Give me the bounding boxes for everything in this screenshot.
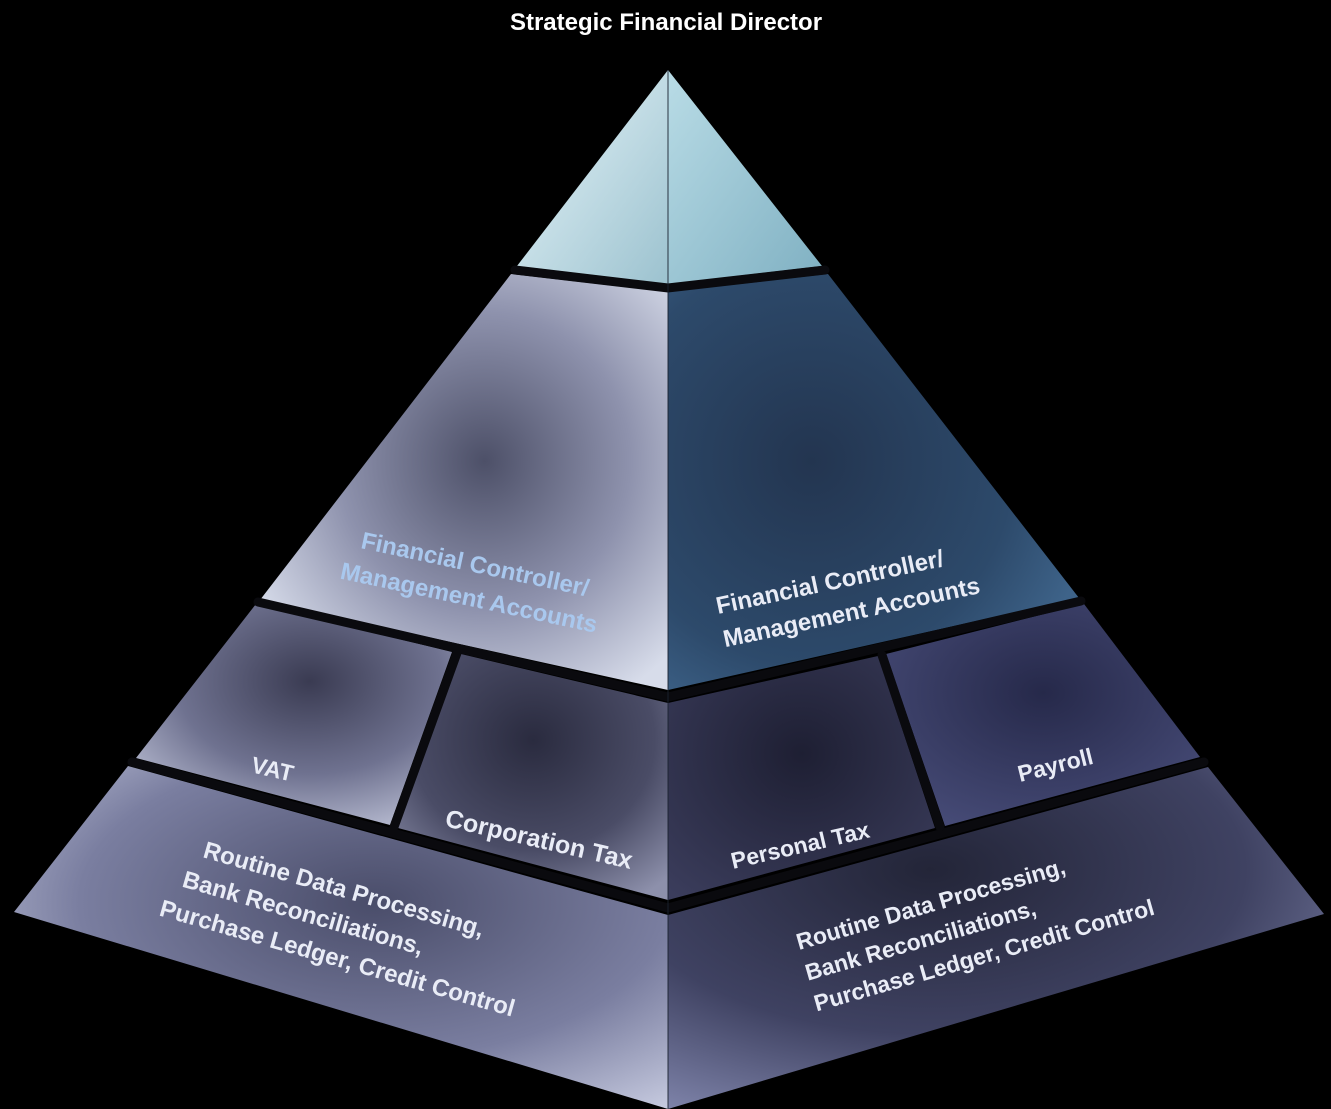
apex-left-face: [517, 70, 668, 284]
corporation-tax-panel: [398, 654, 668, 900]
base-left-face: [14, 766, 668, 1109]
payroll-panel: [886, 604, 1200, 826]
apex-right-face: [668, 70, 822, 284]
base-right-face: [668, 767, 1324, 1109]
diagram-title: Strategic Financial Director: [510, 9, 822, 36]
management-right-face: [668, 274, 1079, 690]
vat-panel: [136, 604, 452, 825]
management-left-face: [260, 274, 668, 690]
personal-tax-panel: [668, 656, 935, 900]
